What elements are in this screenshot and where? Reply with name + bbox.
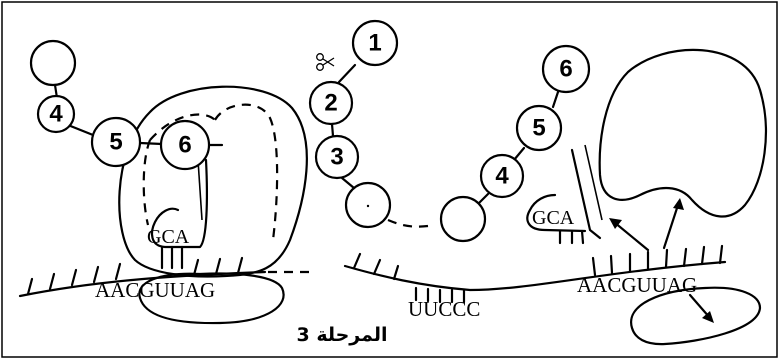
arrows [609, 198, 714, 323]
amino-acid-circle [29, 39, 77, 87]
ribosome-large-subunit-right [598, 48, 767, 218]
peptide-bond [138, 141, 164, 146]
peptide-bond-dashed [387, 218, 429, 228]
ribosome-large-subunit-left [118, 85, 308, 278]
anticodon-middle: UUCCC [408, 297, 480, 321]
amino-acid-circle [90, 116, 142, 168]
mrna-sequence-left: AACGUUAG [95, 278, 215, 302]
amino-acid-circle [541, 44, 591, 94]
amino-acid-label: 3 [330, 144, 343, 171]
amino-acid-label: 1 [368, 30, 381, 57]
ribosome-site-dashed-right [214, 103, 279, 241]
scissors-icon [316, 53, 335, 71]
trna-right-stem2 [584, 144, 603, 221]
left-ribosome-scene: GCA AACGUUAG 4 5 6 [18, 39, 312, 325]
trna-right-ticks [558, 229, 585, 245]
trna-left [150, 158, 209, 249]
stage-label: المرحلة 3 [296, 324, 387, 346]
amino-acid-label: 4 [495, 163, 509, 190]
amino-acid-circle [36, 94, 76, 134]
mrna-sequence-right: AACGUUAG [577, 273, 697, 297]
trna-left-inner [197, 159, 203, 221]
peptide-bond [337, 63, 357, 84]
peptide-bond [512, 146, 526, 162]
amino-acid-label: 5 [109, 129, 122, 156]
amino-acid-circle [314, 134, 360, 180]
amino-acid-label: 4 [49, 101, 63, 128]
trna-left-ticks [160, 245, 184, 270]
mrna-ticks-left [26, 256, 244, 296]
anticodon-left: GCA [147, 226, 190, 248]
ribosome-site-dashed-left [142, 113, 216, 226]
amino-acid-circle [479, 153, 525, 199]
anticodon-right: GCA [532, 207, 575, 229]
mrna-strand-right [343, 260, 727, 292]
peptide-bond [340, 176, 356, 190]
peptide-bond [330, 122, 335, 138]
right-scene: UUCCC AACGUUAG GCA [343, 44, 767, 346]
dot [366, 204, 370, 208]
amino-acid-circle [351, 19, 399, 67]
amino-acid-circle [439, 195, 487, 243]
peptide-bond [476, 192, 490, 206]
released-peptide: 1 2 3 [308, 19, 429, 229]
amino-acid-circle [308, 80, 354, 126]
ribosome-small-subunit-right [630, 286, 762, 346]
amino-acid-label: 6 [559, 56, 572, 83]
amino-acid-label: 2 [324, 90, 337, 117]
amino-acid-circle [159, 119, 211, 171]
amino-acid-label: 5 [532, 115, 545, 142]
mrna-ticks-right [352, 244, 724, 281]
trna-right-stem [570, 148, 602, 240]
anticodon-ticks-middle [414, 286, 466, 304]
ribosome-small-subunit-left [138, 272, 285, 325]
amino-acid-label: 6 [178, 132, 191, 159]
amino-acid-circle [515, 104, 563, 152]
peptide-bond [551, 90, 560, 109]
trna-right [526, 193, 587, 233]
